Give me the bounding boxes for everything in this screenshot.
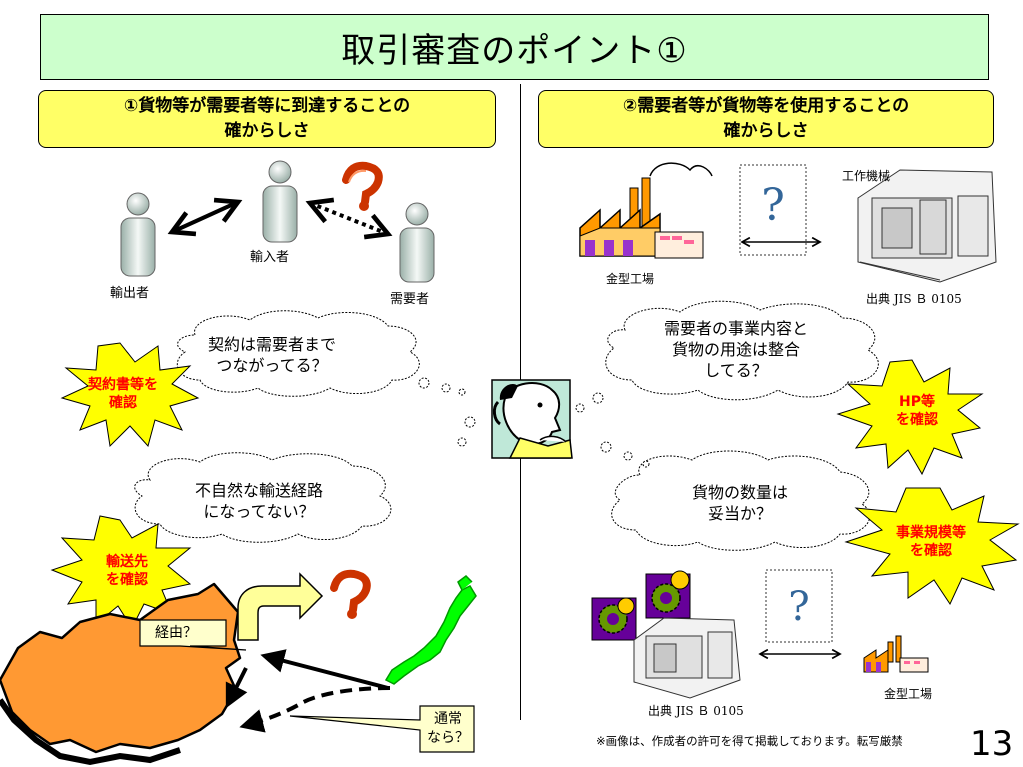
- left-header-line2: 確からしさ: [224, 121, 310, 141]
- burst-website-line2: を確認: [896, 412, 938, 428]
- cloud-route-line1: 不自然な輸送経路: [195, 481, 324, 500]
- svg-text:?: ?: [788, 584, 809, 630]
- mold-factory-label-top: 金型工場: [606, 272, 655, 286]
- question-mark-icon-map: [330, 569, 371, 619]
- burst-contract-text: 契約書等を 確認: [88, 376, 158, 412]
- right-section-header: ②需要者等が貨物等を使用することの 確からしさ: [538, 90, 994, 148]
- right-header-line1: ②需要者等が貨物等を使用することの: [622, 96, 910, 116]
- slide-title: 取引審査のポイント①: [341, 30, 688, 71]
- importer-person-icon: [262, 160, 298, 243]
- burst-business-scale-line1: 事業規模等: [896, 525, 966, 541]
- cloud-quantity-line2: 妥当か？: [708, 504, 773, 523]
- thought-cloud-business: [575, 300, 879, 413]
- burst-destination-line1: 輸送先: [106, 554, 148, 570]
- burst-business-scale-line2: を確認: [910, 543, 952, 559]
- thinking-man-icon: [491, 379, 573, 459]
- burst-contract-line2: 確認: [109, 395, 137, 411]
- factory-icon-top: [579, 162, 713, 259]
- burst-website: [836, 359, 984, 476]
- route-arrow-solid-top: [260, 649, 389, 690]
- exporter-importer-arrow: [172, 202, 238, 232]
- cloud-quantity-text: 貨物の数量は 妥当か？: [692, 482, 788, 524]
- machine-tool-icon-top: [857, 169, 997, 283]
- title-bar: 取引審査のポイント①: [40, 14, 989, 80]
- left-header-line1: ①貨物等が需要者等に到達することの: [123, 96, 411, 116]
- japan-map: [384, 585, 477, 685]
- via-callout-shape: [139, 619, 247, 651]
- burst-destination-text: 輸送先 を確認: [106, 553, 148, 589]
- cloud-contract-line1: 契約は需要者まで: [208, 335, 337, 354]
- via-callout-text: 経由？: [155, 625, 197, 641]
- burst-website-text: HP等 を確認: [896, 393, 938, 429]
- normal-callout-text: 通常 なら？: [427, 710, 469, 748]
- route-arrow-dashed: [239, 686, 391, 733]
- mold-factory-label-bottom: 金型工場: [884, 687, 933, 701]
- burst-contract-line1: 契約書等を: [88, 377, 158, 393]
- machine-tool-icon-bottom: [633, 617, 741, 699]
- factory-icon-bottom: [863, 635, 929, 673]
- end-user-person-icon: [399, 202, 435, 283]
- importer-label: 輸入者: [250, 250, 290, 265]
- importer-enduser-dotted-arrow: [310, 203, 388, 234]
- svg-text:?: ?: [761, 180, 785, 231]
- burst-business-scale-text: 事業規模等 を確認: [896, 524, 966, 560]
- cloud-contract-line2: つながってる？: [216, 356, 328, 375]
- cloud-business-text: 需要者の事業内容と 貨物の用途は整合 してる？: [664, 318, 808, 381]
- exporter-person-icon: [120, 192, 156, 277]
- cloud-business-line3: してる？: [704, 361, 768, 380]
- right-header-line2: 確からしさ: [723, 121, 809, 141]
- left-section-header: ①貨物等が需要者等に到達することの 確からしさ: [38, 90, 496, 148]
- burst-website-line1: HP等: [899, 394, 935, 410]
- machine-tool-label: 工作機械: [842, 169, 891, 183]
- question-box-bottom: ?: [765, 569, 833, 643]
- thought-cloud-contract: [176, 310, 466, 397]
- source-label-bottom: 出典 JIS Ｂ 0105: [648, 704, 744, 718]
- thought-cloud-quantity: [600, 441, 871, 551]
- page-number: 13: [970, 724, 1014, 764]
- normal-callout-shape: [289, 705, 475, 753]
- copyright-footnote: ※画像は、作成者の許可を得て掲載しております。転写厳禁: [596, 734, 903, 748]
- thought-cloud-route: [134, 416, 476, 543]
- cloud-contract-text: 契約は需要者まで つながってる？: [208, 334, 336, 376]
- source-label-top: 出典 JIS Ｂ 0105: [866, 292, 962, 306]
- gear-icon-right: [645, 570, 691, 619]
- route-arrow-solid-down: [225, 667, 248, 709]
- cloud-business-line1: 需要者の事業内容と: [664, 319, 809, 338]
- burst-destination-line2: を確認: [106, 572, 148, 588]
- cloud-quantity-line1: 貨物の数量は: [692, 483, 789, 502]
- normal-callout-line2: なら？: [427, 730, 469, 746]
- gear-icon-left: [591, 597, 637, 641]
- question-mark-icon-top: [342, 161, 383, 211]
- cloud-business-line2: 貨物の用途は整合: [672, 340, 801, 359]
- exporter-label: 輸出者: [110, 286, 150, 301]
- detour-arrow: [237, 572, 324, 641]
- burst-business-scale: [844, 487, 1020, 606]
- cloud-route-text: 不自然な輸送経路 になってない？: [195, 480, 323, 522]
- normal-callout-line1: 通常: [434, 711, 462, 727]
- burst-contract: [60, 342, 200, 448]
- end-user-label: 需要者: [390, 292, 430, 307]
- cloud-route-line2: になってない？: [203, 502, 315, 521]
